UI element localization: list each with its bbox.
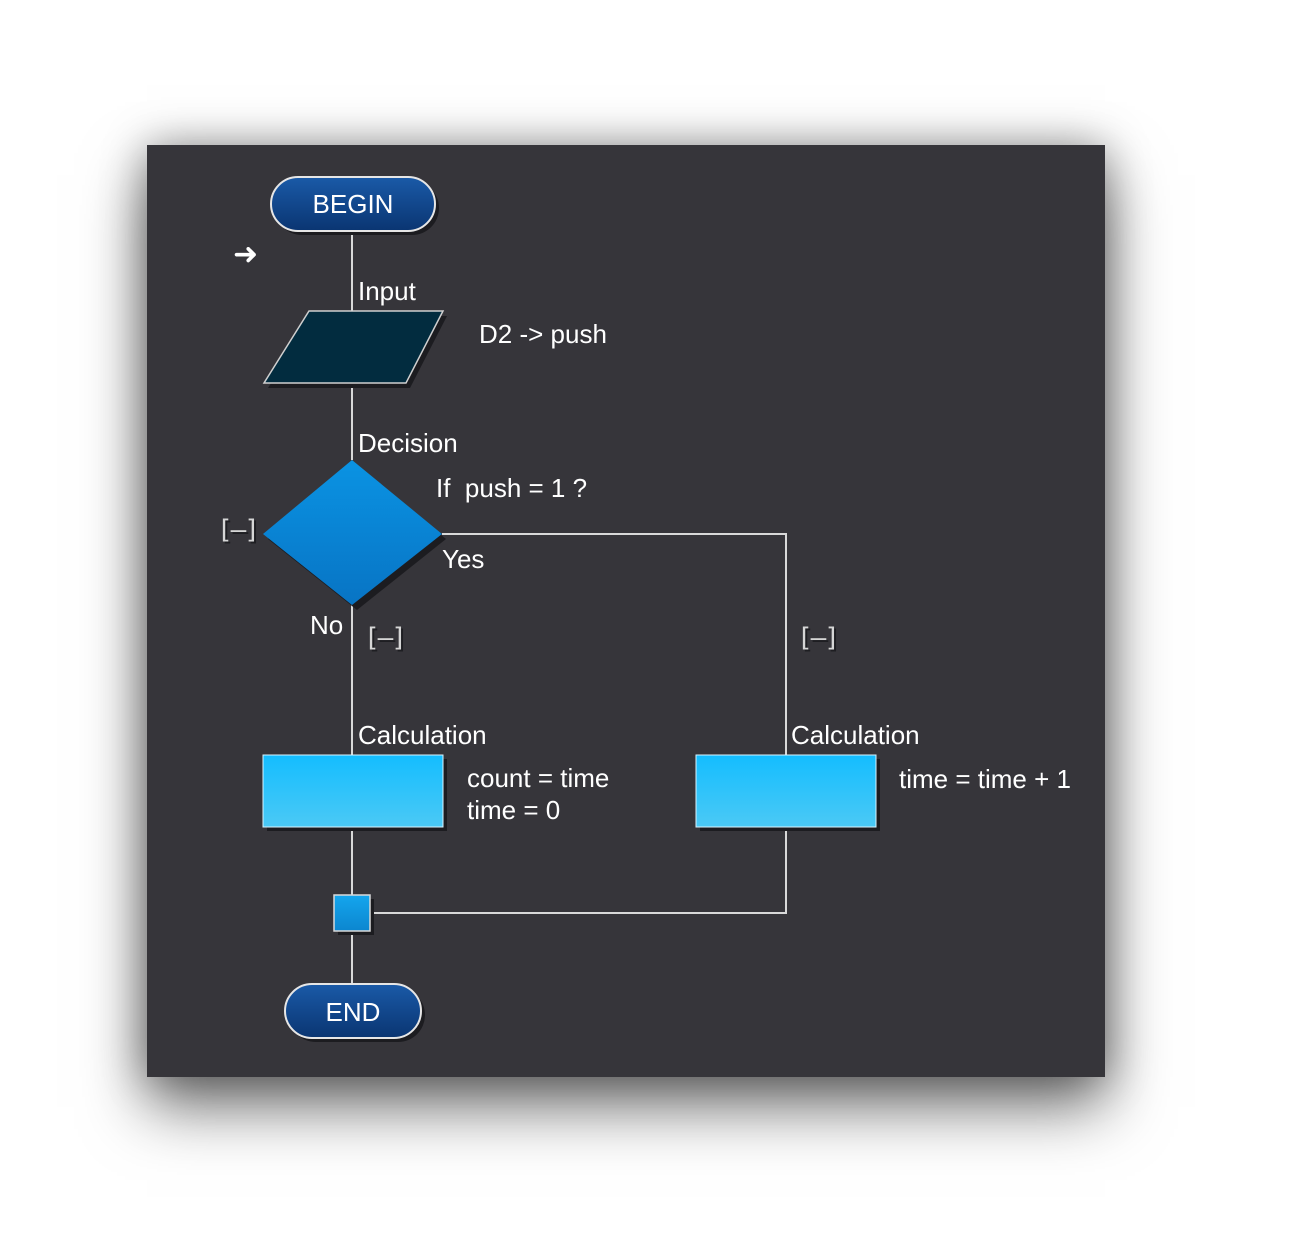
flowchart-canvas: BEGIN END [147, 145, 1105, 1077]
junction-connector[interactable] [333, 894, 374, 935]
begin-label: BEGIN [313, 189, 394, 219]
line-right-calc-to-junction [371, 828, 787, 914]
decision-no-label: No [310, 610, 344, 640]
calc-left-line2: time = 0 [467, 795, 561, 825]
decision-shape[interactable] [263, 460, 446, 610]
input-type-label: Input [358, 276, 416, 306]
right-arrow-icon: ➜ [233, 237, 259, 272]
begin-terminal[interactable]: BEGIN [270, 176, 439, 235]
calc-right-shape[interactable] [695, 754, 880, 831]
decision-type-label: Decision [358, 428, 458, 458]
collapse-no-branch-toggle[interactable]: [–] [364, 623, 407, 653]
decision-text: If push = 1 ? [436, 473, 588, 503]
calc-right-line1: time = time + 1 [899, 764, 1071, 794]
calc-right-type-label: Calculation [791, 720, 920, 750]
input-text: D2 -> push [479, 319, 607, 349]
input-shape[interactable] [262, 310, 447, 388]
flow-lines [351, 233, 787, 983]
end-label: END [326, 997, 381, 1027]
line-yes-branch [442, 533, 787, 755]
collapse-yes-branch-toggle[interactable]: [–] [797, 623, 840, 653]
decision-yes-label: Yes [442, 544, 485, 574]
collapse-decision-toggle[interactable]: [–] [217, 515, 260, 545]
calc-left-line1: count = time [467, 763, 610, 793]
calc-left-shape[interactable] [262, 754, 447, 831]
calc-left-type-label: Calculation [358, 720, 487, 750]
end-terminal[interactable]: END [284, 983, 425, 1042]
flowchart-svg: BEGIN END [262, 176, 880, 1042]
